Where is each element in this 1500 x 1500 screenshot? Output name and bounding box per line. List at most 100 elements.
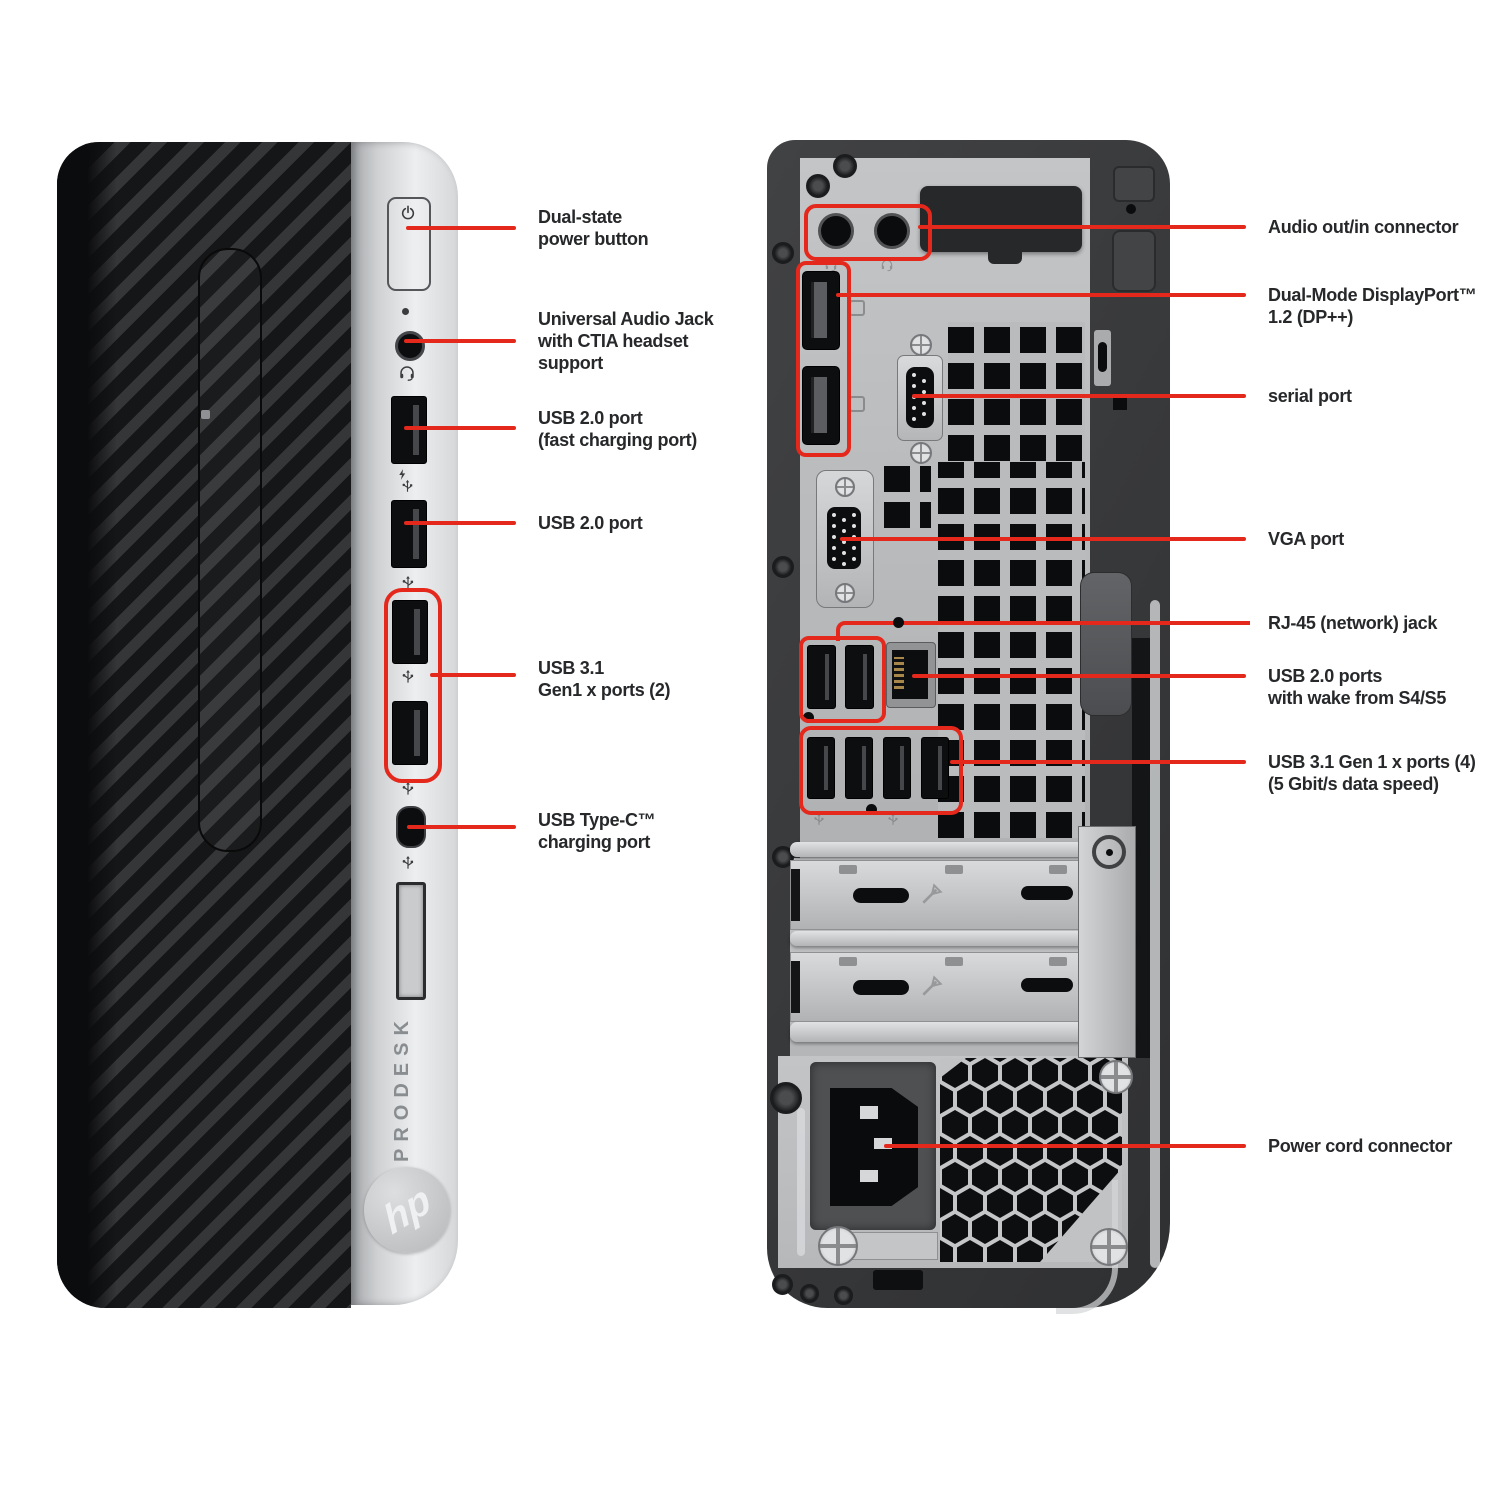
expansion-bracket: [1078, 826, 1136, 1058]
usb-tongue: [863, 654, 867, 700]
leader-usb2-rear: [912, 674, 1246, 678]
slot-tab: [839, 957, 857, 966]
callout-usb2-fast: USB 2.0 port (fast charging port): [538, 408, 697, 450]
leader-power: [406, 226, 516, 230]
front-usb2-fast-port: [391, 396, 427, 464]
usb-tongue: [938, 746, 942, 790]
leader-usb2-front: [404, 521, 516, 525]
callout-power-cord: Power cord connector: [1268, 1136, 1453, 1156]
callout-usbc: USB Type-C™ charging port: [538, 810, 656, 852]
slot-tab: [945, 865, 963, 874]
headset-icon: [398, 364, 416, 382]
hp-logo-text: hp: [377, 1176, 437, 1243]
callout-serial: serial port: [1268, 386, 1352, 406]
eject-arrow-icon: [919, 973, 945, 999]
usb-tongue: [413, 509, 419, 559]
slot-notch: [791, 961, 800, 1013]
callout-audio-rear: Audio out/in connector: [1268, 217, 1459, 237]
slot-tab: [839, 865, 857, 874]
displayport-1: [802, 271, 840, 350]
padlock-slot: [1098, 342, 1107, 372]
serial-port: [897, 355, 943, 441]
rear-usb31-highlight-box: [799, 726, 963, 815]
leader-usb31-rear: [950, 760, 1246, 764]
callout-usb31-rear: USB 3.1 Gen 1 x ports (4) (5 Gbit/s data…: [1268, 752, 1476, 794]
serial-screw: [910, 334, 932, 356]
screw-hole: [866, 804, 877, 815]
leader-vga: [840, 537, 1246, 541]
vga-screw: [835, 583, 855, 603]
callout-displayport: Dual-Mode DisplayPort™ 1.2 (DP++): [1268, 285, 1477, 327]
screw-hole: [1106, 849, 1113, 856]
displayport-2: [802, 366, 840, 445]
screw: [806, 174, 830, 198]
usb-tongue: [862, 746, 866, 790]
callout-power-button: Dual-state power button: [538, 207, 649, 249]
usb-c-icon: [400, 854, 416, 870]
front-left-edge-shadow: [57, 142, 117, 1308]
slot-notch: [791, 869, 800, 921]
leader-usbc: [407, 825, 516, 829]
psu-screw: [818, 1226, 858, 1266]
bracket-screw-ring: [1092, 835, 1126, 869]
front-grille-capsule: [198, 248, 262, 852]
expansion-slot-cover-2: [790, 952, 1082, 1022]
inlet-pin: [860, 1106, 878, 1119]
screw: [772, 242, 794, 264]
usb-tongue: [414, 710, 420, 756]
screw-hole: [893, 617, 904, 628]
front-usb31-port-1: [392, 600, 428, 664]
rear-audio-jack-in: [874, 213, 910, 249]
slot-tab: [945, 957, 963, 966]
grille-highlight-dot: [201, 410, 210, 419]
usb-tongue: [413, 405, 419, 455]
dp-slot: [811, 377, 827, 433]
cover-plate-tab: [988, 250, 1022, 264]
slot-cutout: [1021, 978, 1073, 992]
security-slot: [1113, 396, 1127, 410]
screw: [772, 556, 794, 578]
leader-displayport: [836, 293, 1246, 297]
release-latch[interactable]: [1080, 572, 1132, 716]
vga-screw: [835, 477, 855, 497]
leader-audio-front: [404, 339, 516, 343]
front-usb2-port: [391, 500, 427, 568]
front-bezel-grille: [57, 142, 351, 1308]
psu-screw: [1090, 1228, 1128, 1266]
slot-cutout: [853, 980, 909, 995]
dp-glyph: [849, 396, 865, 412]
padlock-loop: [1094, 330, 1111, 386]
rear-usb31-port-1: [807, 737, 835, 799]
leader-power-cord: [884, 1144, 1246, 1148]
front-audio-jack: [395, 331, 425, 361]
leader-usb-fast: [404, 426, 516, 430]
power-icon: [400, 205, 416, 221]
bracket-rail: [1132, 638, 1150, 1058]
power-button[interactable]: [387, 197, 431, 291]
slot-cutout: [853, 888, 909, 903]
vent-grid: [884, 462, 931, 528]
hp-logo: hp: [364, 1167, 450, 1253]
rear-cover-plate: [920, 186, 1082, 252]
screw: [770, 1082, 802, 1114]
callout-vga: VGA port: [1268, 529, 1344, 549]
vga-pins: [832, 513, 836, 517]
chassis-ridge: [790, 931, 1136, 946]
leader-usb31-front: [430, 673, 516, 677]
chassis-ridge: [790, 842, 1136, 857]
rear-usb31-port-2: [845, 737, 873, 799]
rear-usb31-port-4: [921, 737, 949, 799]
sd-card-slot: [396, 882, 426, 1000]
chassis-seam: [1150, 600, 1160, 1268]
usb-tongue: [824, 746, 828, 790]
serial-pins: [912, 373, 916, 377]
usb-icon: [400, 478, 415, 493]
callout-usb2-rear: USB 2.0 ports with wake from S4/S5: [1268, 666, 1447, 708]
usb31-highlight-box: [384, 588, 442, 783]
displayport-highlight-box: [796, 261, 851, 457]
rear-audio-jack-out: [818, 213, 854, 249]
model-text: PRODESK: [391, 1014, 413, 1162]
chassis-ridge: [790, 1022, 1136, 1042]
slot-tab: [1049, 957, 1067, 966]
leader-serial: [912, 394, 1246, 398]
